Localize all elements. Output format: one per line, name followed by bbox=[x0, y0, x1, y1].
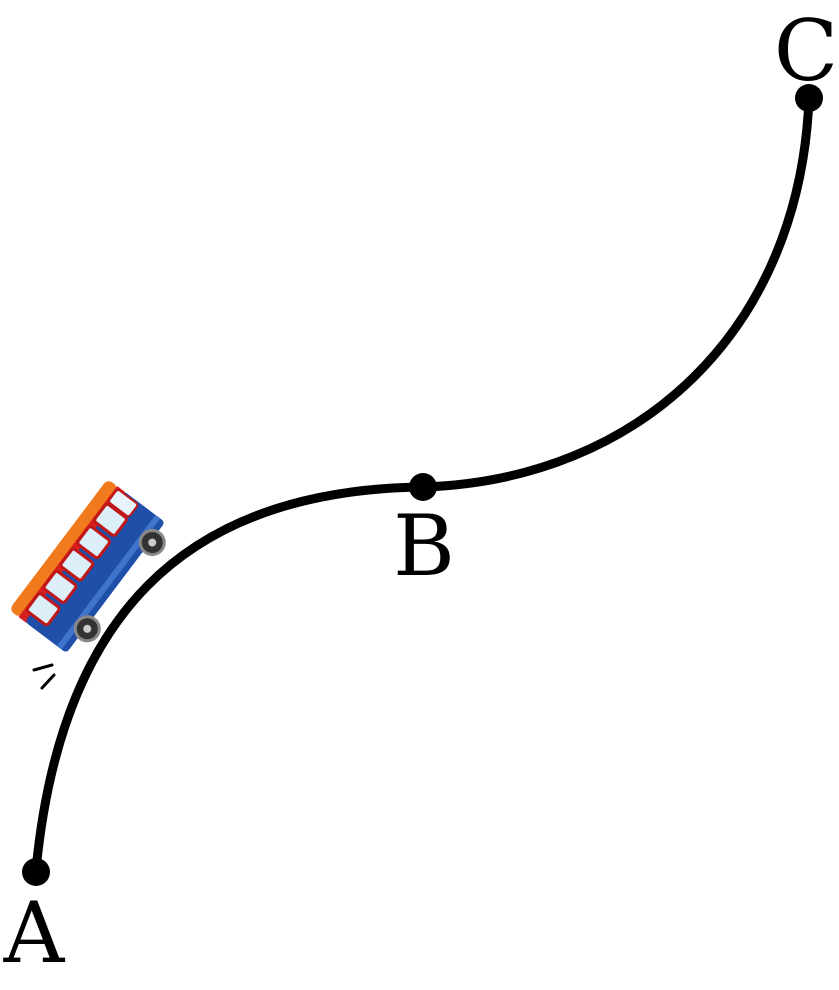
point-b-label: B bbox=[393, 497, 455, 595]
point-c-label: C bbox=[774, 2, 838, 100]
point-c-marker bbox=[795, 84, 823, 112]
point-b-marker bbox=[409, 473, 437, 501]
bus-icon bbox=[11, 481, 166, 652]
point-a-label: A bbox=[3, 884, 66, 982]
motion-lines-icon bbox=[32, 663, 56, 690]
point-a-marker bbox=[22, 858, 50, 886]
